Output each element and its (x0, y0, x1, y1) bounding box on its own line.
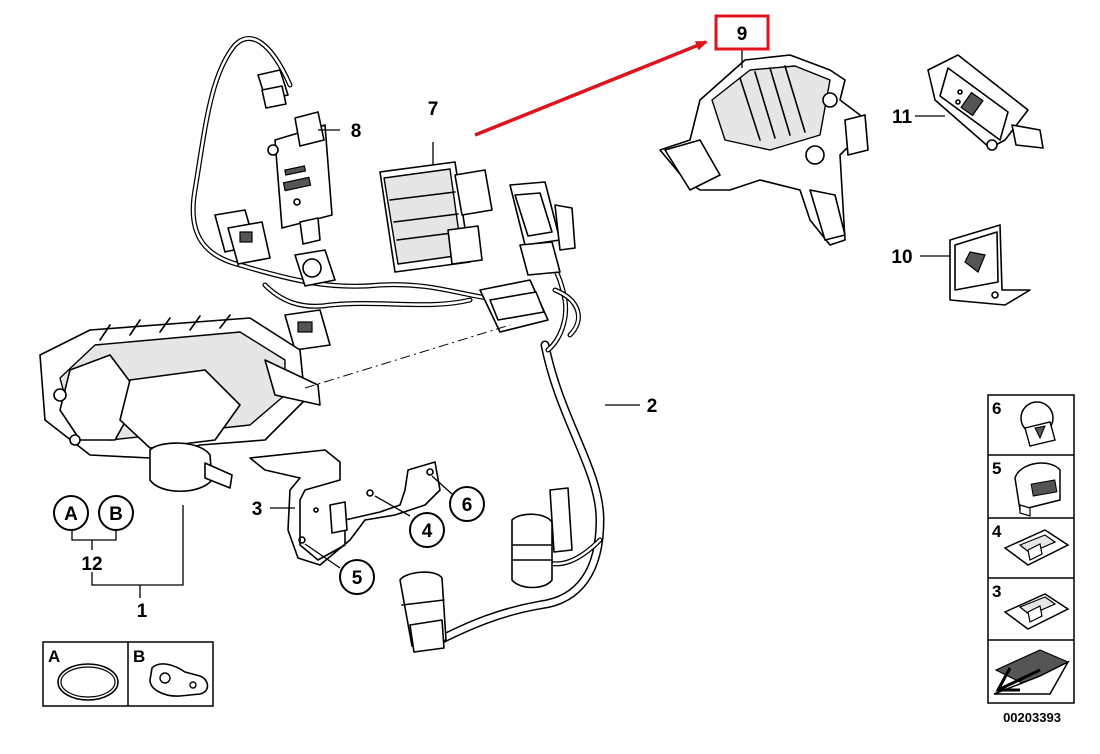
label-part-11: 11 (892, 107, 913, 128)
panel-item-label-3: 3 (992, 582, 1001, 601)
part-10-bracket (949, 224, 1031, 306)
label-part-1: 1 (137, 601, 148, 622)
label-part-8: 8 (351, 121, 362, 142)
callout-circle-5 (339, 559, 375, 595)
clip-item-4 (1003, 529, 1070, 566)
label-part-3: 3 (252, 499, 263, 520)
label-part-2: 2 (647, 396, 658, 417)
label-part-12: 12 (81, 554, 102, 575)
label-circle-b: B (109, 504, 123, 525)
diagram-code: 00203393 (1003, 710, 1061, 725)
part-11-sensor (927, 54, 1044, 151)
harness-connectors (214, 69, 576, 653)
label-part-6: 6 (462, 495, 473, 516)
inset-label-b: B (133, 647, 145, 666)
clip-item-6 (1020, 401, 1056, 447)
panel-item-label-5: 5 (992, 459, 1001, 478)
callout-circle-a (53, 495, 89, 531)
callout-circle-b (98, 495, 134, 531)
clip-item-3 (1003, 593, 1070, 630)
module-part-7 (379, 161, 493, 273)
callout-circle-4 (409, 512, 445, 548)
o-ring-seal (57, 663, 119, 701)
assembly-part-9 (659, 54, 869, 246)
callout-circle-6 (449, 486, 485, 522)
clip-item-5 (1014, 462, 1061, 517)
direction-arrow-icon (993, 649, 1070, 695)
assembly-line (304, 324, 511, 389)
label-part-9: 9 (737, 24, 748, 45)
sensor-part-8 (267, 111, 333, 245)
actuator-part-1 (39, 314, 321, 492)
seal-inset: A B (42, 641, 214, 707)
panel-item-label-4: 4 (992, 522, 1002, 541)
panel-item-label-6: 6 (992, 399, 1001, 418)
label-part-4: 4 (422, 521, 433, 542)
highlight-arrow (474, 40, 708, 137)
label-part-5: 5 (352, 568, 363, 589)
fastener-panel: 6 5 4 3 (987, 394, 1075, 704)
label-part-7: 7 (428, 99, 439, 120)
label-circle-a: A (64, 504, 78, 525)
label-part-10: 10 (891, 247, 912, 268)
leader-lines (71, 50, 950, 598)
inset-label-a: A (48, 647, 60, 666)
bracket-part-3 (249, 449, 441, 566)
highlight-box-part-9 (714, 14, 770, 51)
